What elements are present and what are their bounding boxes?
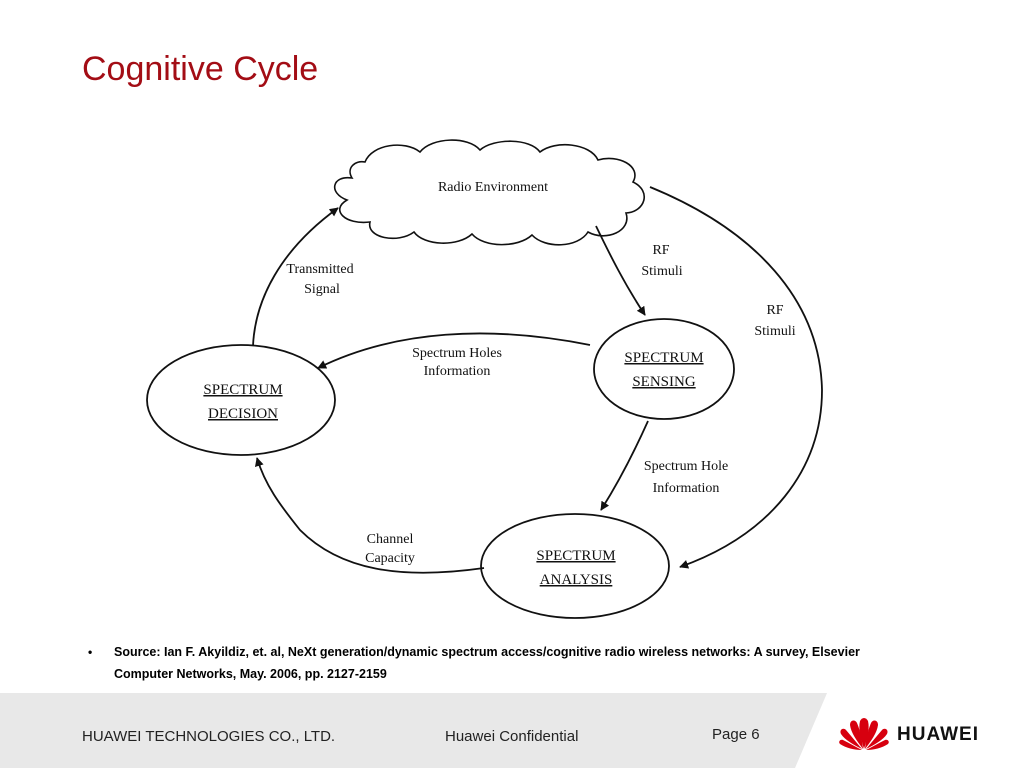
spectrum-sensing-label-line2: SENSING [632, 374, 696, 390]
spectrum-holes-arrow [317, 332, 591, 369]
rf-stimuli-outer-arrow [649, 186, 823, 569]
source-text: Source: Ian F. Akyildiz, et. al, NeXt ge… [114, 645, 860, 681]
cognitive-cycle-diagram: Radio Environment SPECTRUM SENSING SPECT… [146, 139, 823, 619]
spectrum-holes-label-line2: Information [424, 364, 491, 379]
rf-stimuli-inner-arrow [595, 225, 646, 316]
rf-stimuli-inner-label-line2: Stimuli [641, 264, 682, 279]
slide-title: Cognitive Cycle [82, 50, 319, 88]
spectrum-analysis-label-line1: SPECTRUM [536, 548, 615, 564]
huawei-logo-text: HUAWEI [897, 724, 979, 745]
spectrum-holes-label-line1: Spectrum Holes [412, 346, 502, 361]
spectrum-sensing-node [593, 318, 735, 420]
huawei-logo: HUAWEI [838, 713, 998, 753]
spectrum-sensing-label-line1: SPECTRUM [624, 350, 703, 366]
rf-stimuli-inner-label-line1: RF [652, 243, 669, 258]
page-number: Page 6 [712, 726, 760, 743]
channel-capacity-arrow [254, 457, 485, 574]
footer-logo-panel [795, 693, 1024, 768]
spectrum-decision-label-line1: SPECTRUM [203, 382, 282, 398]
transmitted-signal-label-line2: Signal [304, 282, 340, 297]
rf-stimuli-outer-label-line2: Stimuli [754, 324, 795, 339]
channel-capacity-label-line2: Capacity [365, 551, 415, 566]
spectrum-decision-label-line2: DECISION [208, 406, 278, 422]
radio-environment-cloud [334, 139, 645, 246]
huawei-flower-icon [839, 718, 889, 750]
footer-company: HUAWEI TECHNOLOGIES CO., LTD. [82, 728, 336, 745]
spectrum-decision-node [146, 344, 336, 456]
footer-bar: HUAWEI TECHNOLOGIES CO., LTD. Huawei Con… [0, 693, 1024, 768]
rf-stimuli-outer-label-line1: RF [766, 303, 783, 318]
spectrum-analysis-label-line2: ANALYSIS [540, 572, 613, 588]
source-citation: • Source: Ian F. Akyildiz, et. al, NeXt … [88, 641, 918, 685]
spectrum-hole-analysis-arrow [600, 420, 649, 511]
radio-environment-label: Radio Environment [438, 180, 548, 195]
footer-confidential: Huawei Confidential [445, 728, 579, 745]
spectrum-analysis-node [480, 513, 670, 619]
bullet-icon: • [88, 645, 93, 659]
channel-capacity-label-line1: Channel [367, 532, 414, 547]
spectrum-hole-label-line1: Spectrum Hole [644, 459, 728, 474]
transmitted-signal-arrow [252, 207, 339, 347]
spectrum-hole-label-line2: Information [653, 481, 720, 496]
transmitted-signal-label-line1: Transmitted [286, 262, 353, 277]
